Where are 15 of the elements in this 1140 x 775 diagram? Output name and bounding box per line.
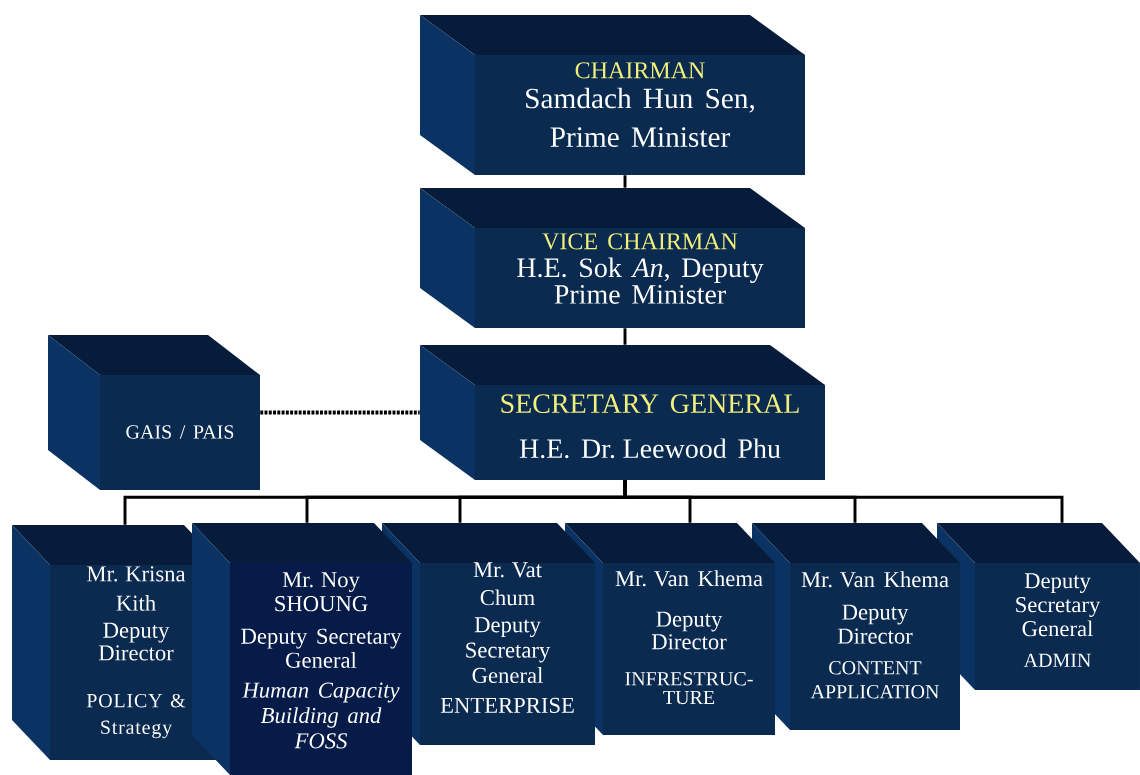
org-box: CHAIRMAN Samdach Hun Sen, Prime Minister: [420, 15, 805, 175]
connector-line: [623, 175, 627, 188]
connector-line: [260, 410, 420, 415]
connector-line: [623, 328, 627, 345]
node-label: Deputy Director: [651, 611, 727, 650]
node-label: CONTENT APPLICATION: [810, 661, 939, 699]
org-box: GAIS / PAIS: [48, 335, 260, 490]
node-label: ADMIN: [1023, 653, 1091, 667]
node-label: Deputy Director: [837, 604, 913, 644]
node-label: Deputy Secretary General: [1016, 573, 1101, 637]
org-box: SECRETARY GENERAL H.E. Dr. Leewood Phu: [420, 345, 825, 480]
connector-line: [623, 480, 1064, 523]
org-box: VICE CHAIRMAN H.E. Sok An, Deputy Prime Minister: [420, 188, 805, 328]
org-box: Mr. Noy SHOUNG Deputy Secretary General Human Capacity Building and FOSS: [192, 523, 412, 775]
node-label: INFRESTRUC- TURE: [625, 672, 753, 705]
